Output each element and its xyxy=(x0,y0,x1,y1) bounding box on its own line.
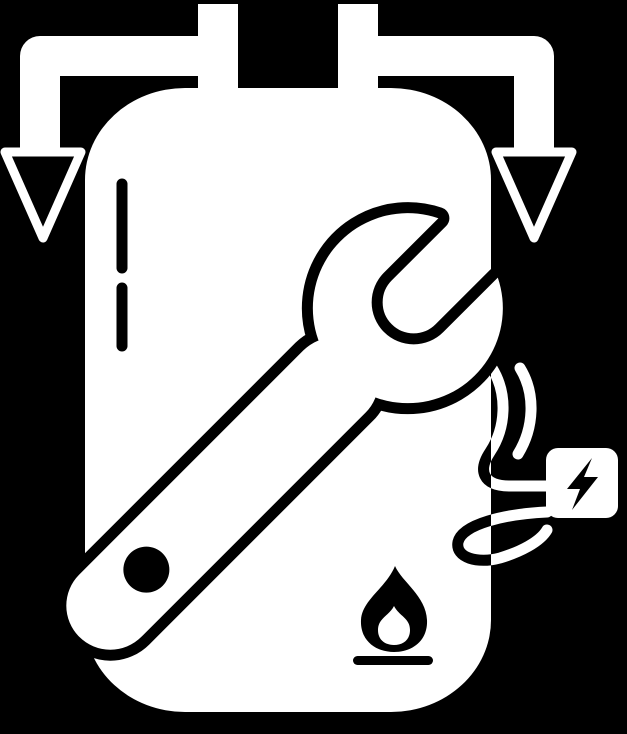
lightning-bolt-icon xyxy=(567,458,598,510)
right-supply-pipe xyxy=(338,4,577,243)
flame-inner xyxy=(378,606,410,645)
cord-segment-dark xyxy=(452,506,491,566)
down-arrow-icon-right xyxy=(491,147,577,243)
flame-base-line xyxy=(353,656,433,665)
down-arrow-icon-left xyxy=(0,147,86,243)
cord-segment-dark xyxy=(478,362,491,492)
cord-segment xyxy=(512,362,537,460)
pipe-elbow-left xyxy=(20,36,218,150)
wrench-icon xyxy=(55,202,514,661)
power-cord xyxy=(452,362,618,566)
pipe-elbow-right xyxy=(358,36,554,150)
gas-flame-icon xyxy=(353,566,433,665)
cord-segment xyxy=(478,362,553,492)
power-cord-overlap xyxy=(452,362,491,566)
wrench-handle-hole xyxy=(123,546,170,593)
left-supply-pipe xyxy=(0,4,238,243)
